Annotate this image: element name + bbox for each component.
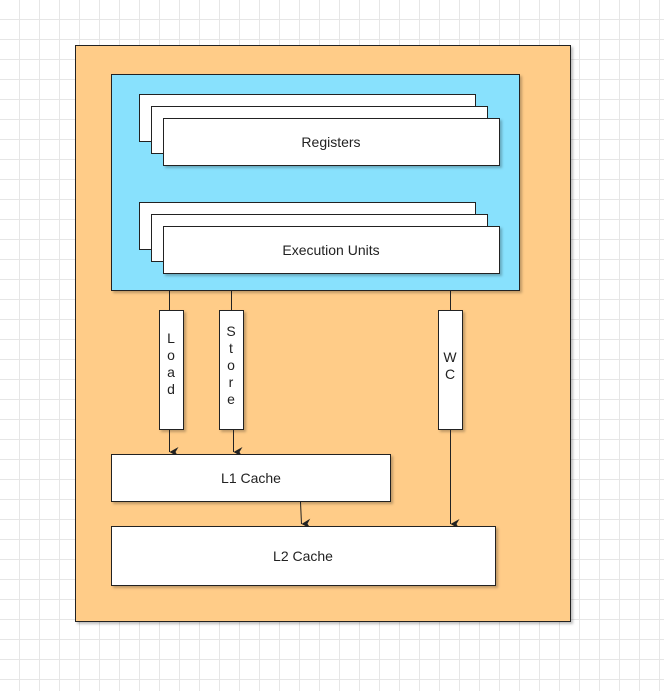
execution-units-stack: Execution Units	[139, 202, 500, 274]
l1-cache-label: L1 Cache	[221, 470, 281, 486]
l1-cache: L1 Cache	[111, 454, 391, 502]
registers-label: Registers	[301, 134, 360, 150]
execution-units-label: Execution Units	[282, 242, 379, 258]
l1-cache-box	[111, 454, 391, 502]
registers-box	[163, 118, 500, 166]
l1-to-l2-arrow	[300, 501, 311, 529]
l2-cache-box	[111, 526, 496, 586]
registers-stack: Registers	[139, 94, 500, 166]
l2-cache: L2 Cache	[111, 526, 496, 586]
l2-cache-label: L2 Cache	[273, 548, 333, 564]
execution-units-box	[163, 226, 500, 274]
